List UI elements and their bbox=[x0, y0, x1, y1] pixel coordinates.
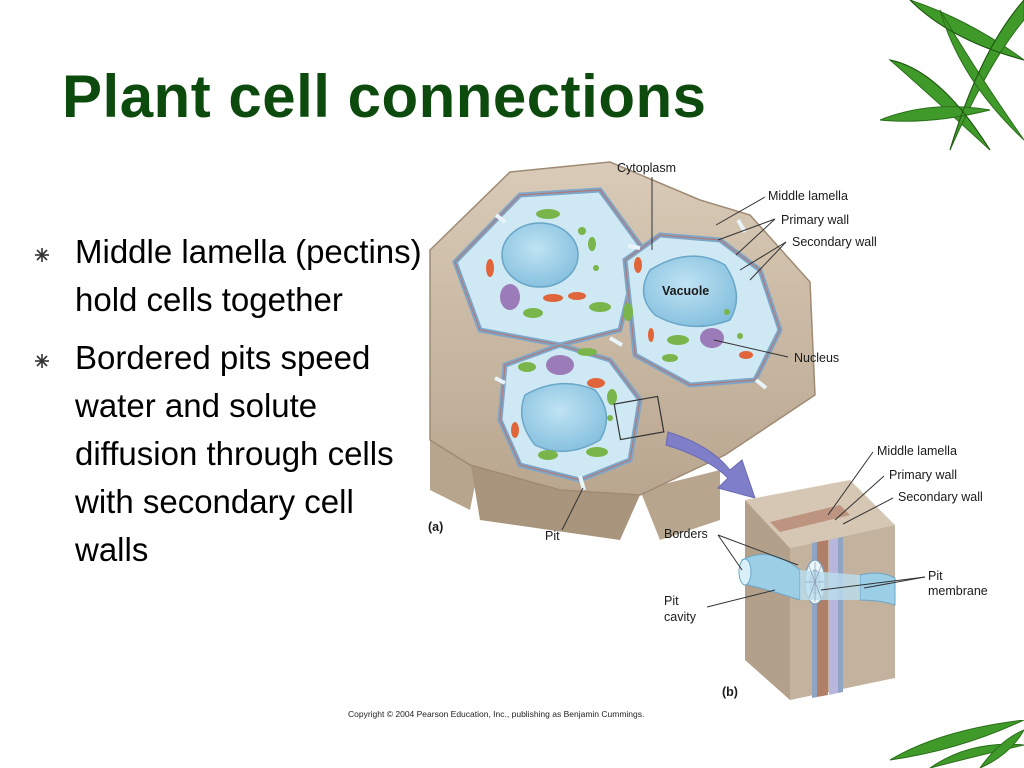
bullet-text: Middle lamella (pectins) hold cells toge… bbox=[75, 233, 422, 318]
bullet-item: Middle lamella (pectins) hold cells toge… bbox=[34, 228, 424, 324]
bullet-text: Bordered pits speed water and solute dif… bbox=[75, 339, 394, 568]
label-cytoplasm: Cytoplasm bbox=[617, 161, 676, 175]
copyright-text: Copyright © 2004 Pearson Education, Inc.… bbox=[348, 709, 644, 719]
leader-lines-a bbox=[561, 177, 789, 531]
label-vacuole: Vacuole bbox=[662, 284, 709, 298]
leader-lines-b bbox=[706, 451, 926, 608]
label-pit-cavity-line2: cavity bbox=[664, 610, 697, 624]
label-middle-lamella-a: Middle lamella bbox=[768, 189, 848, 203]
bamboo-leaves-top-icon bbox=[880, 0, 1024, 151]
panel-b-tag: (b) bbox=[722, 685, 738, 699]
cell-right bbox=[622, 232, 783, 388]
asterisk-bullet-icon bbox=[35, 248, 49, 262]
pit-selection-box bbox=[613, 395, 665, 441]
label-nucleus: Nucleus bbox=[794, 351, 839, 365]
label-primary-wall-b: Primary wall bbox=[889, 468, 957, 482]
pit-cross-section-block bbox=[738, 480, 896, 700]
zoom-arrow bbox=[665, 431, 756, 499]
label-secondary-wall-a: Secondary wall bbox=[792, 235, 877, 249]
label-pit-cavity-line1: Pit bbox=[664, 594, 679, 608]
label-borders: Borders bbox=[664, 527, 708, 541]
slide-title: Plant cell connections bbox=[62, 63, 707, 130]
label-pit-membrane-line1: Pit bbox=[928, 569, 943, 583]
label-middle-lamella-b: Middle lamella bbox=[877, 444, 957, 458]
bamboo-leaves-bottom-icon bbox=[890, 720, 1024, 768]
label-pit-membrane-line2: membrane bbox=[928, 584, 988, 598]
asterisk-bullet-icon bbox=[35, 354, 49, 368]
cell-bottom bbox=[497, 342, 643, 483]
bullet-list: Middle lamella (pectins) hold cells toge… bbox=[34, 228, 424, 584]
label-secondary-wall-b: Secondary wall bbox=[898, 490, 983, 504]
bullet-item: Bordered pits speed water and solute dif… bbox=[34, 334, 424, 574]
label-pit: Pit bbox=[545, 529, 560, 543]
label-primary-wall-a: Primary wall bbox=[781, 213, 849, 227]
panel-a-tag: (a) bbox=[428, 520, 443, 534]
